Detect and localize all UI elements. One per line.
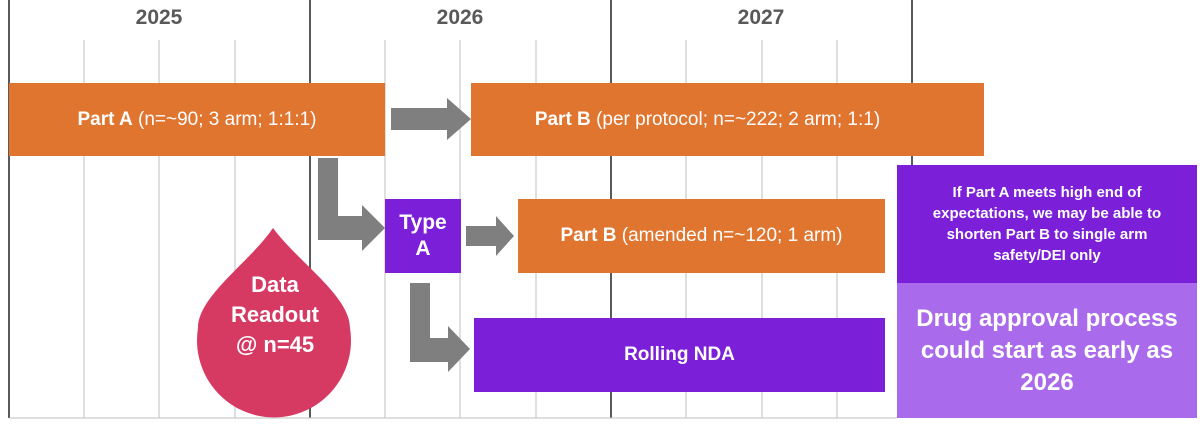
drug-approval-box: Drug approval process could start as ear… — [897, 283, 1197, 418]
rolling-nda-label: Rolling NDA — [624, 344, 735, 365]
data-readout-label: Data Readout @ n=45 — [205, 270, 345, 360]
arrow-type-a-to-part-b-amended — [466, 216, 514, 256]
approval-text: Drug approval process could start as ear… — [916, 304, 1178, 396]
data-readout-drop-shape — [197, 228, 351, 418]
arrow-part-a-to-part-b — [391, 98, 471, 140]
part-b-amended-label: Part B — [560, 225, 617, 246]
part-b-amended-detail: (amended n=~120; 1 arm) — [621, 225, 843, 246]
part-b-protocol-label: Part B — [534, 108, 591, 130]
part-a-label: Part A — [77, 108, 133, 130]
bent-arrow-type-a-to-rolling-nda — [410, 283, 470, 372]
rolling-nda-bar: Rolling NDA — [474, 318, 885, 392]
year-label-2026: 2026 — [436, 6, 484, 29]
part-a-high-end-note: If Part A meets high end of expectations… — [897, 165, 1197, 283]
type-a-line1: Type — [399, 211, 447, 234]
data-readout-line1: Data — [251, 272, 299, 297]
part-a-detail: (n=~90; 3 arm; 1:1:1) — [138, 108, 317, 130]
note-text: If Part A meets high end of expectations… — [932, 184, 1162, 264]
type-a-line2: A — [415, 237, 431, 260]
type-a-box: Type A — [385, 199, 461, 273]
data-readout-line3: @ n=45 — [235, 332, 315, 357]
part-b-protocol-detail: (per protocol; n=~222; 2 arm; 1:1) — [596, 108, 881, 130]
year-label-2027: 2027 — [737, 6, 785, 29]
part-a-bar: Part A (n=~90; 3 arm; 1:1:1) — [9, 83, 385, 156]
part-b-protocol-bar: Part B (per protocol; n=~222; 2 arm; 1:1… — [471, 83, 984, 156]
year-label-2025: 2025 — [135, 6, 183, 29]
part-b-amended-bar: Part B (amended n=~120; 1 arm) — [518, 199, 885, 273]
bent-arrow-part-a-to-type-a — [318, 158, 385, 251]
data-readout-line2: Readout — [231, 302, 319, 327]
